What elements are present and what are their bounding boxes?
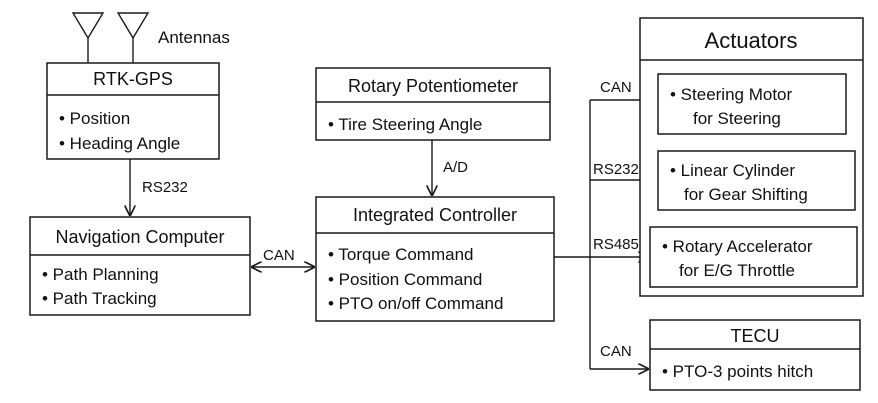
- rotary-accelerator-line: for E/G Throttle: [679, 261, 795, 280]
- linear-cylinder-block: • Linear Cylinder for Gear Shifting: [657, 150, 856, 211]
- nav-ctrl-link-label: CAN: [263, 247, 295, 264]
- actuators-group: Actuators • Steering Motor for Steering …: [639, 17, 864, 297]
- rotary-potentiometer-block: Rotary Potentiometer • Tire Steering Ang…: [315, 67, 551, 141]
- integrated-controller-item: • Position Command: [328, 270, 482, 289]
- steering-motor-line: for Steering: [693, 109, 781, 128]
- rtk-gps-item: • Heading Angle: [59, 134, 180, 153]
- cylinder-link-label: RS232: [593, 161, 639, 178]
- steering-motor-block: • Steering Motor for Steering: [657, 73, 847, 135]
- rotary-accelerator-line: • Rotary Accelerator: [662, 237, 813, 256]
- integrated-controller-item: • PTO on/off Command: [328, 294, 503, 313]
- navigation-computer-block: Navigation Computer • Path Planning • Pa…: [29, 216, 251, 316]
- navigation-computer-title: Navigation Computer: [55, 227, 224, 247]
- antenna-icon: [71, 12, 105, 63]
- accelerator-link-label: RS485: [593, 236, 639, 253]
- antenna-icon: [116, 12, 150, 63]
- tecu-block: TECU • PTO-3 points hitch: [649, 319, 861, 391]
- tecu-item: • PTO-3 points hitch: [662, 362, 813, 381]
- rotary-potentiometer-title: Rotary Potentiometer: [348, 76, 518, 96]
- integrated-controller-block: Integrated Controller • Torque Command •…: [315, 196, 555, 322]
- pot-ctrl-link-label: A/D: [443, 159, 468, 176]
- rtk-gps-title: RTK-GPS: [93, 69, 173, 89]
- integrated-controller-title: Integrated Controller: [353, 205, 517, 225]
- antennas-label: Antennas: [158, 28, 230, 47]
- integrated-controller-item: • Torque Command: [328, 245, 474, 264]
- rotary-potentiometer-item: • Tire Steering Angle: [328, 115, 482, 134]
- steering-motor-line: • Steering Motor: [670, 85, 793, 104]
- rtk-gps-item: • Position: [59, 109, 130, 128]
- navigation-computer-item: • Path Planning: [42, 265, 159, 284]
- rotary-accelerator-block: • Rotary Accelerator for E/G Throttle: [649, 226, 858, 288]
- tecu-title: TECU: [731, 326, 780, 346]
- gps-nav-link-label: RS232: [142, 179, 188, 196]
- navigation-computer-item: • Path Tracking: [42, 289, 157, 308]
- actuators-title: Actuators: [705, 28, 798, 53]
- linear-cylinder-line: • Linear Cylinder: [670, 161, 795, 180]
- steering-link-label: CAN: [600, 79, 632, 96]
- linear-cylinder-line: for Gear Shifting: [684, 185, 808, 204]
- rtk-gps-block: RTK-GPS • Position • Heading Angle: [46, 62, 220, 160]
- tecu-link-label: CAN: [600, 343, 632, 360]
